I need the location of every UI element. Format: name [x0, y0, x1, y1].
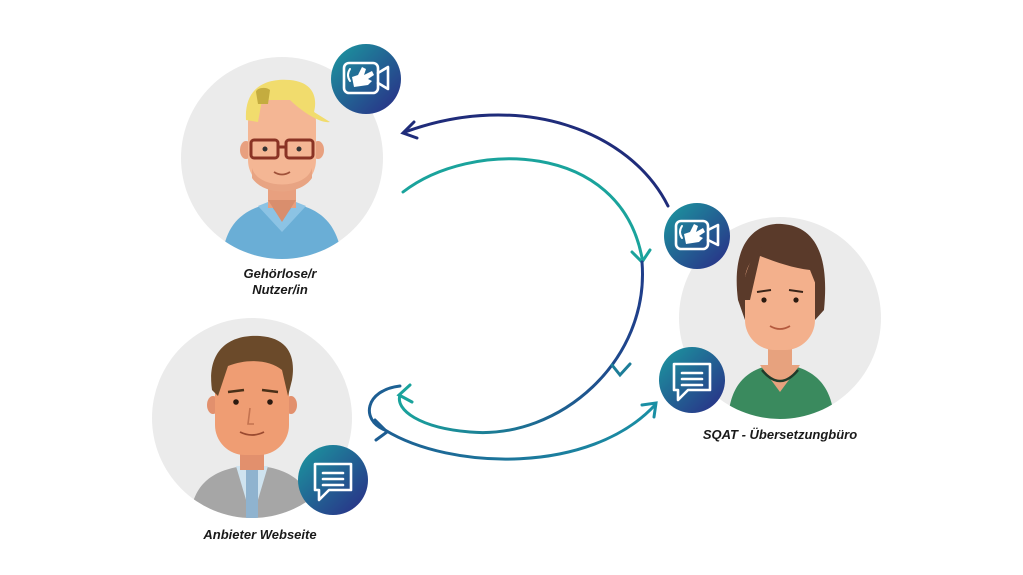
arrow-user-to-office	[401, 157, 644, 260]
badge-office-sign-language	[664, 203, 730, 269]
avatar-deaf-user	[181, 57, 383, 259]
label-deaf-user: Gehörlose/r Nutzer/in	[210, 266, 350, 298]
text-message-icon	[313, 462, 353, 502]
badge-user-sign-language	[331, 44, 401, 114]
text-message-icon	[672, 362, 712, 402]
label-provider: Anbieter Webseite	[203, 527, 317, 542]
arrowhead-office-to-user	[400, 120, 419, 140]
arrowhead-provider-left	[373, 418, 390, 442]
arrow-office-to-user	[403, 113, 670, 208]
arrow-office-to-provider	[397, 260, 644, 435]
avatar-translation-office	[679, 217, 881, 419]
arrow-provider-to-office	[367, 384, 657, 461]
label-translation-office: SQAT - Übersetzungbüro	[702, 427, 858, 442]
label-deaf-user-line2: Nutzer/in	[252, 282, 308, 297]
arrows	[367, 113, 670, 461]
badge-office-text-message	[659, 347, 725, 413]
arrowhead-provider-to-office	[640, 401, 658, 419]
arrowhead-office-lower	[610, 362, 632, 378]
arrowhead-to-provider	[396, 383, 414, 404]
sign-language-video-icon	[342, 61, 390, 95]
sign-language-video-icon	[674, 219, 720, 251]
label-deaf-user-line1: Gehörlose/r	[243, 266, 317, 281]
badge-provider-text-message	[298, 445, 368, 515]
